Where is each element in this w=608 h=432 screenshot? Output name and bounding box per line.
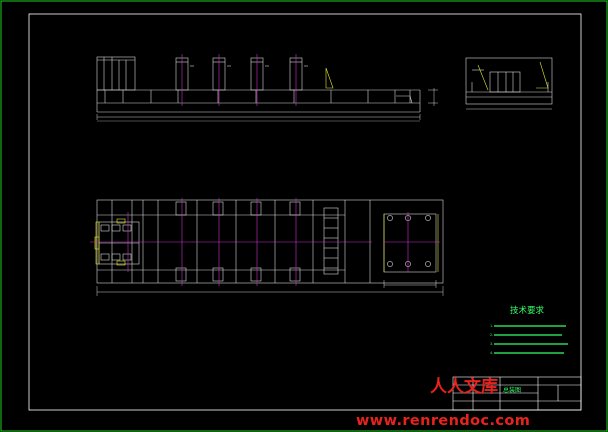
side-view	[465, 57, 553, 110]
tech-requirement-1: 1.	[490, 324, 493, 328]
side-view-yellow-struts	[477, 61, 549, 91]
title-block-name: 总装图	[503, 386, 521, 394]
front-view-centerlines	[181, 54, 297, 106]
plan-view	[96, 199, 444, 296]
tech-requirement-4: 4.	[490, 351, 493, 355]
tech-requirement-3: 3.	[490, 342, 493, 346]
front-view	[96, 56, 438, 122]
watermark-text: 人人文库	[430, 376, 498, 397]
tech-requirements-title: 技术要求	[510, 305, 545, 316]
plan-view-yellow-accents	[94, 214, 439, 272]
plan-view-centerlines	[90, 198, 440, 286]
tech-requirement-2: 2.	[490, 333, 493, 337]
watermark: 人人文库 www.renrendoc.com	[356, 376, 530, 429]
inner-frame	[28, 13, 582, 411]
watermark-url: www.renrendoc.com	[356, 413, 530, 429]
front-view-yellow-detail	[325, 67, 334, 89]
title-block	[452, 376, 582, 411]
tech-requirements: 技术要求 1. 2. 3. 4.	[490, 305, 568, 355]
